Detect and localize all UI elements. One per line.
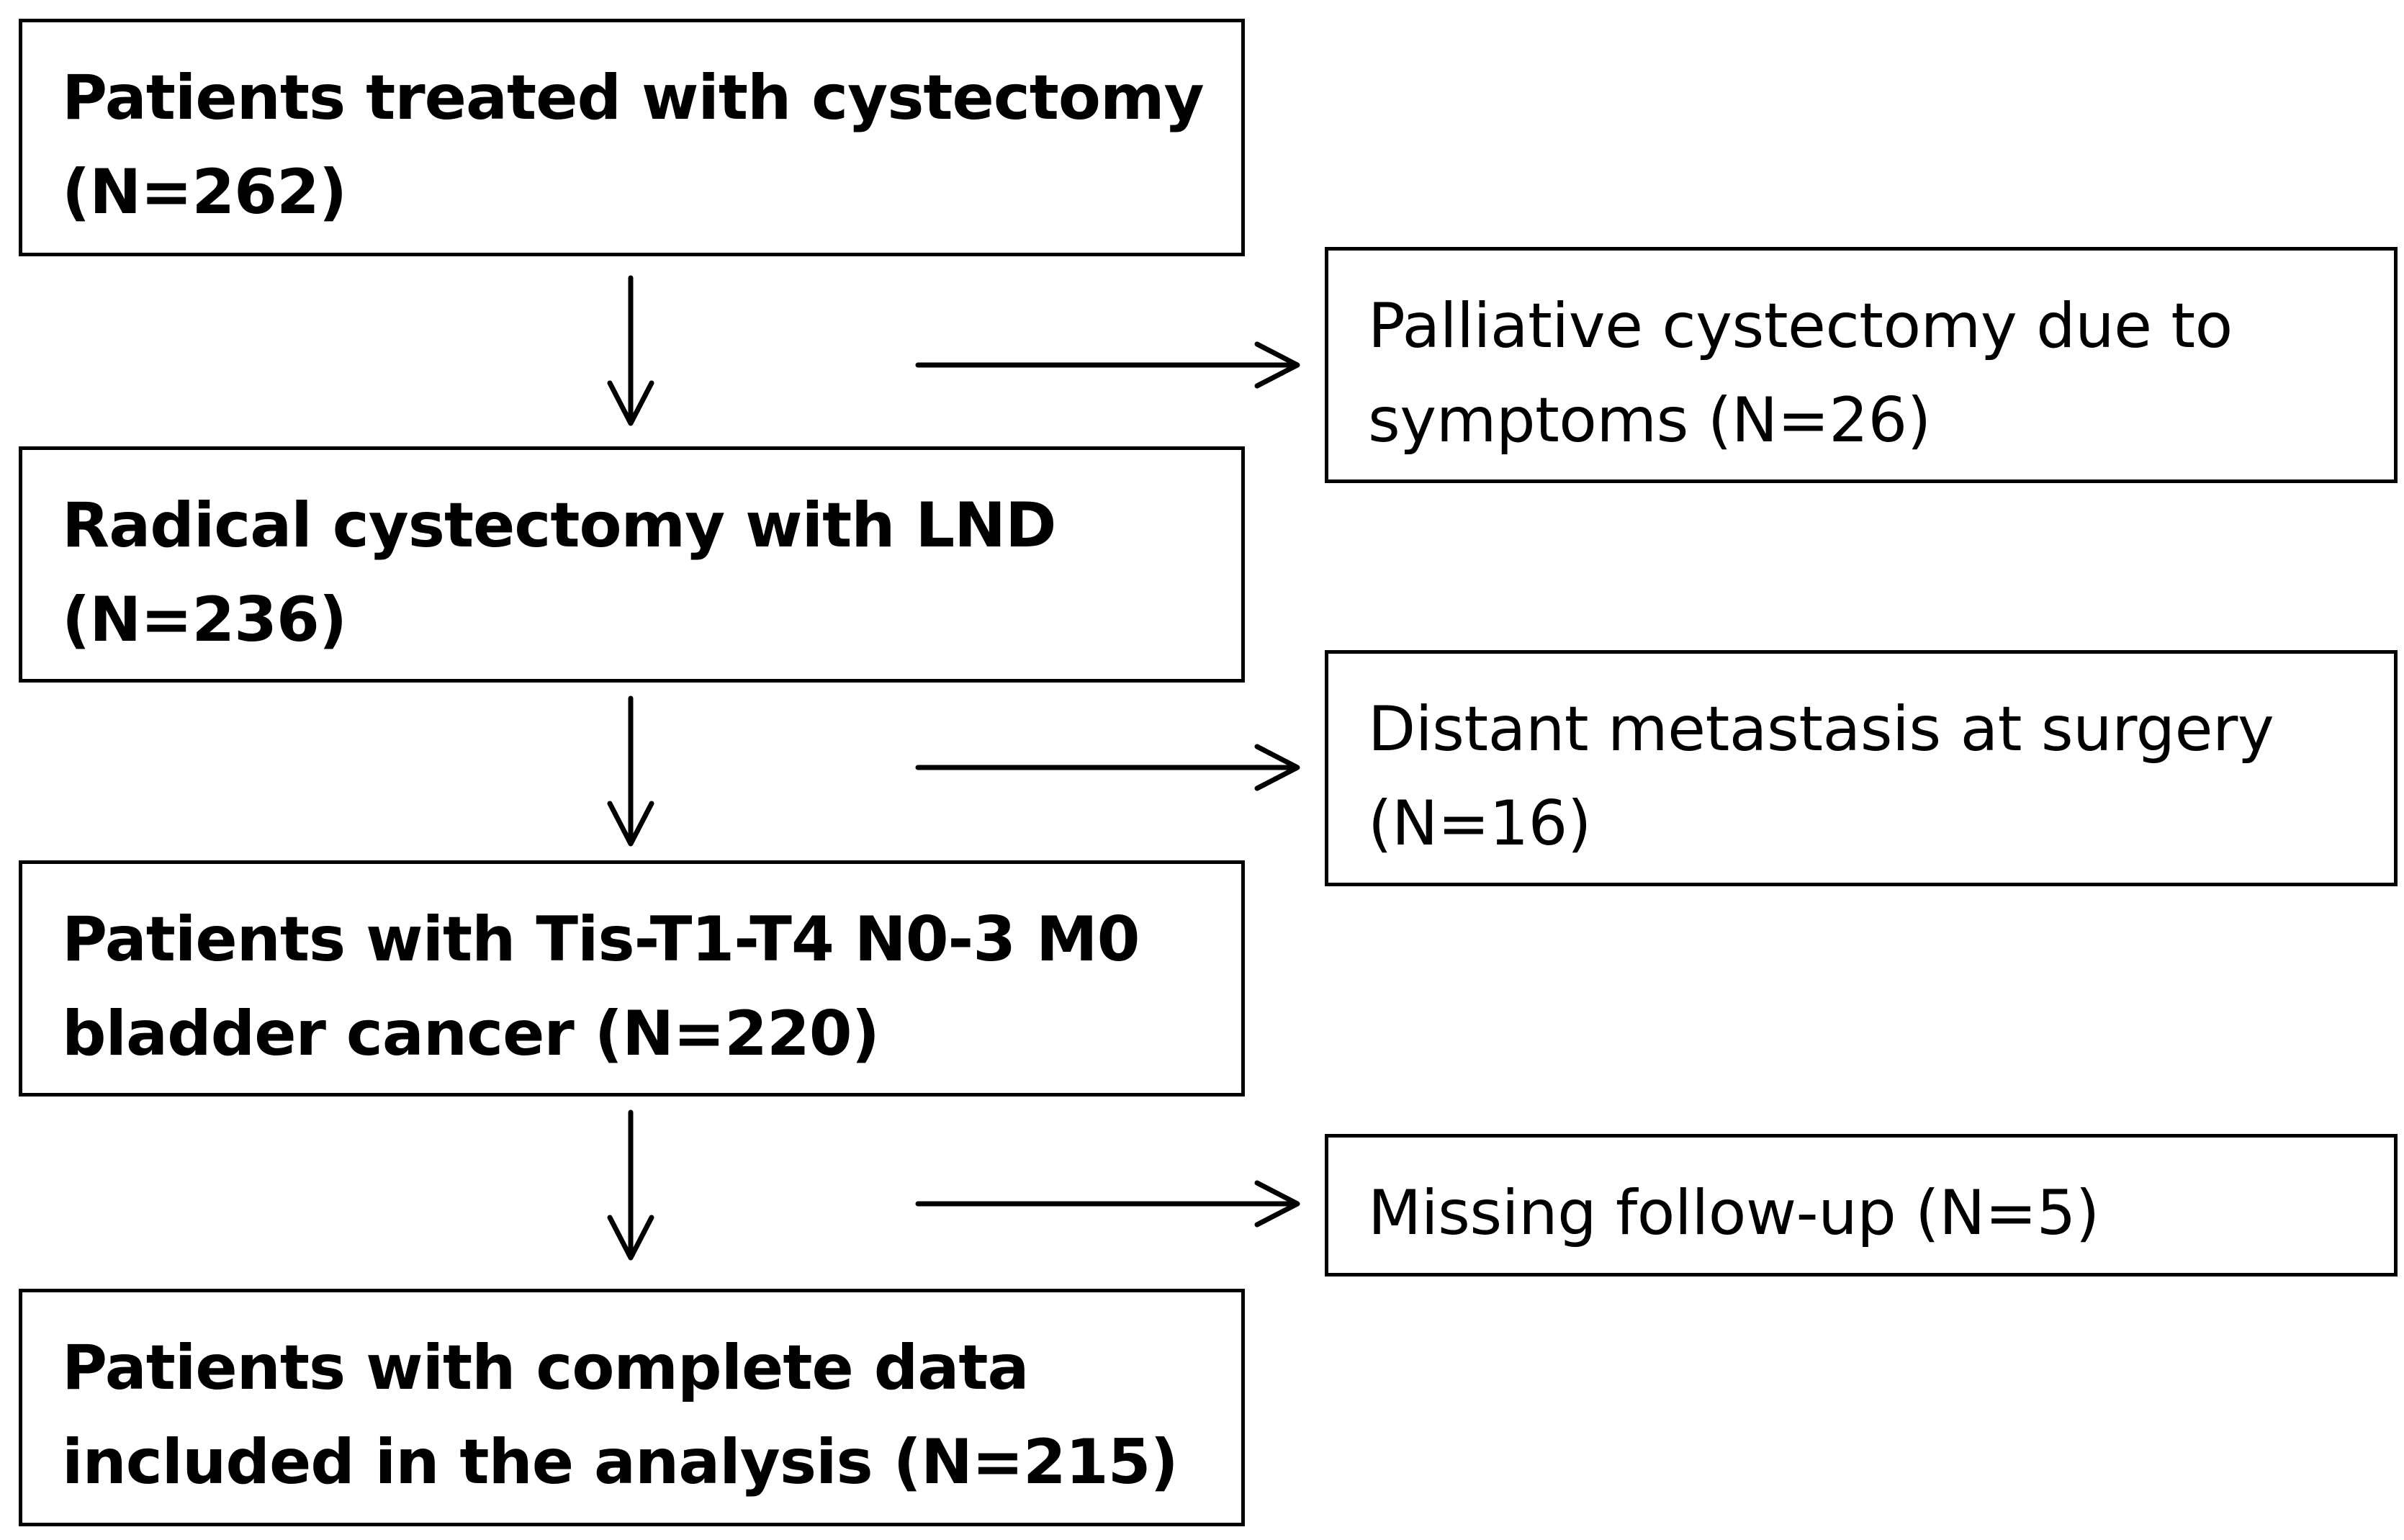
- step-4-line-2: included in the analysis (N=215): [62, 1426, 1179, 1498]
- exclusion-2-line-1: Distant metastasis at surgery: [1368, 693, 2274, 765]
- exclusion-box-3: Missing follow-up (N=5): [1325, 1134, 2398, 1276]
- down-arrow-2: [607, 695, 654, 847]
- right-arrow-3: [915, 1180, 1300, 1228]
- step-box-1: Patients treated with cystectomy (N=262): [19, 19, 1245, 256]
- right-arrow-1: [915, 341, 1300, 389]
- step-box-4: Patients with complete data included in …: [19, 1289, 1245, 1526]
- down-arrow-1: [607, 275, 654, 426]
- step-box-3: Patients with Tis-T1-T4 N0-3 M0 bladder …: [19, 860, 1245, 1097]
- exclusion-3-line-1: Missing follow-up (N=5): [1368, 1177, 2099, 1249]
- step-box-2: Radical cystectomy with LND (N=236): [19, 446, 1245, 683]
- step-3-line-1: Patients with Tis-T1-T4 N0-3 M0: [62, 904, 1140, 976]
- exclusion-box-1: Palliative cystectomy due to symptoms (N…: [1325, 247, 2398, 483]
- step-4-line-1: Patients with complete data: [62, 1332, 1030, 1404]
- exclusion-1-line-1: Palliative cystectomy due to: [1368, 290, 2233, 362]
- exclusion-box-2: Distant metastasis at surgery (N=16): [1325, 650, 2398, 886]
- step-2-line-2: (N=236): [62, 584, 347, 656]
- step-1-line-2: (N=262): [62, 156, 347, 228]
- step-3-line-2: bladder cancer (N=220): [62, 998, 880, 1070]
- exclusion-2-line-2: (N=16): [1368, 788, 1591, 860]
- step-1-line-1: Patients treated with cystectomy: [62, 62, 1205, 134]
- down-arrow-3: [607, 1109, 654, 1261]
- step-2-line-1: Radical cystectomy with LND: [62, 490, 1057, 562]
- right-arrow-2: [915, 744, 1300, 791]
- exclusion-1-line-2: symptoms (N=26): [1368, 384, 1931, 456]
